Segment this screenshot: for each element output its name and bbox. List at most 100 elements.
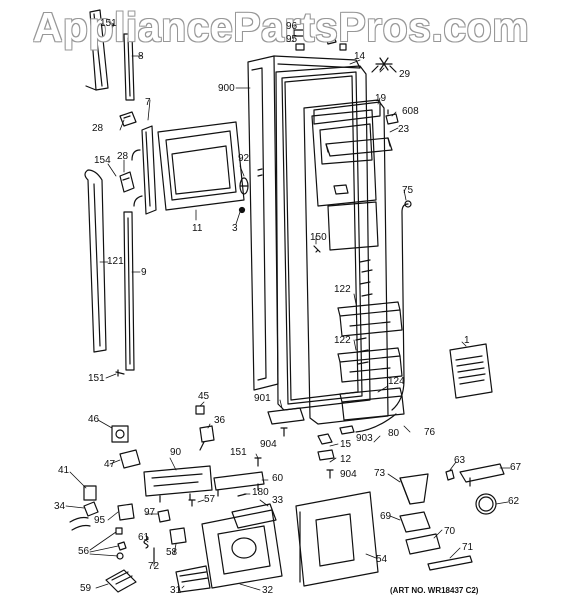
part-71-strip [427, 555, 473, 571]
callout-15: 15 [340, 439, 352, 450]
callout-608: 608 [402, 106, 419, 117]
part-56-parts [115, 527, 127, 560]
callout-95: 95 [286, 34, 298, 45]
part-36-actuator [199, 425, 215, 451]
part-61-spring [143, 535, 149, 549]
callout-14: 14 [354, 51, 366, 62]
callout-69: 69 [380, 511, 392, 522]
callout-900: 900 [218, 83, 235, 94]
part-45-clip [195, 405, 205, 415]
callout-54: 54 [376, 554, 388, 565]
part-7-handle [131, 125, 157, 215]
callout-75: 75 [402, 185, 414, 196]
part-29-wire-harness [371, 57, 397, 73]
callout-61: 61 [138, 532, 150, 543]
callout-23: 23 [398, 124, 410, 135]
part-15-bushing [317, 433, 333, 445]
callout-56: 56 [78, 546, 90, 557]
callout-36: 36 [214, 415, 226, 426]
part-151-screw [115, 369, 125, 377]
callout-67: 67 [510, 462, 522, 473]
part-57-screw [188, 499, 196, 507]
callout-31: 31 [170, 585, 182, 596]
part-151-screw-c [254, 457, 262, 467]
callout-12: 12 [340, 454, 352, 465]
part-75-tube [391, 200, 412, 411]
callout-122-upper: 122 [334, 284, 351, 295]
callout-76: 76 [424, 427, 436, 438]
part-903-cam [339, 425, 355, 435]
callout-34: 34 [54, 501, 66, 512]
callout-8: 8 [138, 51, 144, 62]
callout-151-top: 151 [100, 18, 117, 29]
callout-92: 92 [238, 153, 250, 164]
callout-1: 1 [464, 335, 470, 346]
callout-57: 57 [204, 494, 216, 505]
callout-70: 70 [444, 526, 456, 537]
part-trim-strip-left [85, 9, 109, 91]
part-31-tray [175, 565, 211, 593]
callout-150: 150 [310, 232, 327, 243]
part-58-motor [169, 527, 187, 545]
callout-46: 46 [88, 414, 100, 425]
callout-28-b: 28 [117, 151, 129, 162]
part-901-hinge-cover [267, 407, 305, 425]
callout-63: 63 [454, 455, 466, 466]
part-90-control-board [143, 465, 213, 503]
part-46-switch [111, 425, 129, 443]
callout-28-a: 28 [92, 123, 104, 134]
part-70-lever [405, 533, 441, 555]
callout-32: 32 [262, 585, 274, 596]
part-122-bin-upper [337, 301, 403, 337]
part-122-bin-lower [337, 347, 403, 383]
part-63-clip [445, 469, 455, 481]
part-95-clip [295, 35, 347, 51]
callout-90: 90 [170, 447, 182, 458]
callout-71: 71 [462, 542, 474, 553]
part-92-knob [239, 177, 249, 195]
callout-9: 9 [141, 267, 147, 278]
callout-41: 41 [58, 465, 70, 476]
part-28-bracket-b [119, 171, 135, 193]
callout-96: 96 [286, 21, 298, 32]
part-door-liner [303, 99, 389, 425]
callout-904-b: 904 [340, 469, 357, 480]
callout-73: 73 [374, 468, 386, 479]
callout-154: 154 [94, 155, 111, 166]
callout-45: 45 [198, 391, 210, 402]
callout-903: 903 [356, 433, 373, 444]
part-608-switch [385, 109, 399, 125]
part-1-manual [449, 343, 493, 399]
art-number: (ART NO. WR18437 C2) [390, 586, 479, 595]
callout-62: 62 [508, 496, 520, 507]
part-60-handle [213, 471, 265, 497]
part-23-bin [325, 137, 393, 157]
part-124-bin-bottom [339, 387, 405, 421]
part-47-bracket [119, 449, 141, 469]
part-34-wire [69, 501, 99, 531]
callout-151-mid: 151 [88, 373, 105, 384]
part-121-trim [84, 169, 107, 353]
callout-122-lower: 122 [334, 335, 351, 346]
part-67-bracket [459, 463, 505, 487]
callout-29: 29 [399, 69, 411, 80]
callout-58: 58 [166, 547, 178, 558]
callout-124: 124 [388, 376, 405, 387]
callout-7: 7 [145, 97, 151, 108]
callout-3: 3 [232, 223, 238, 234]
part-150-screw [313, 245, 321, 253]
callout-97: 97 [144, 507, 156, 518]
callout-72: 72 [148, 561, 160, 572]
callout-19: 19 [375, 93, 387, 104]
part-80-tube [355, 413, 397, 433]
part-151-clip [107, 23, 115, 29]
callout-47: 47 [104, 459, 116, 470]
callout-151-low: 151 [230, 447, 247, 458]
part-33-cover [231, 503, 277, 529]
part-9-rail [123, 211, 135, 371]
part-95-switch [117, 503, 135, 521]
part-3-screw [238, 206, 246, 214]
part-54-panel [295, 491, 379, 587]
